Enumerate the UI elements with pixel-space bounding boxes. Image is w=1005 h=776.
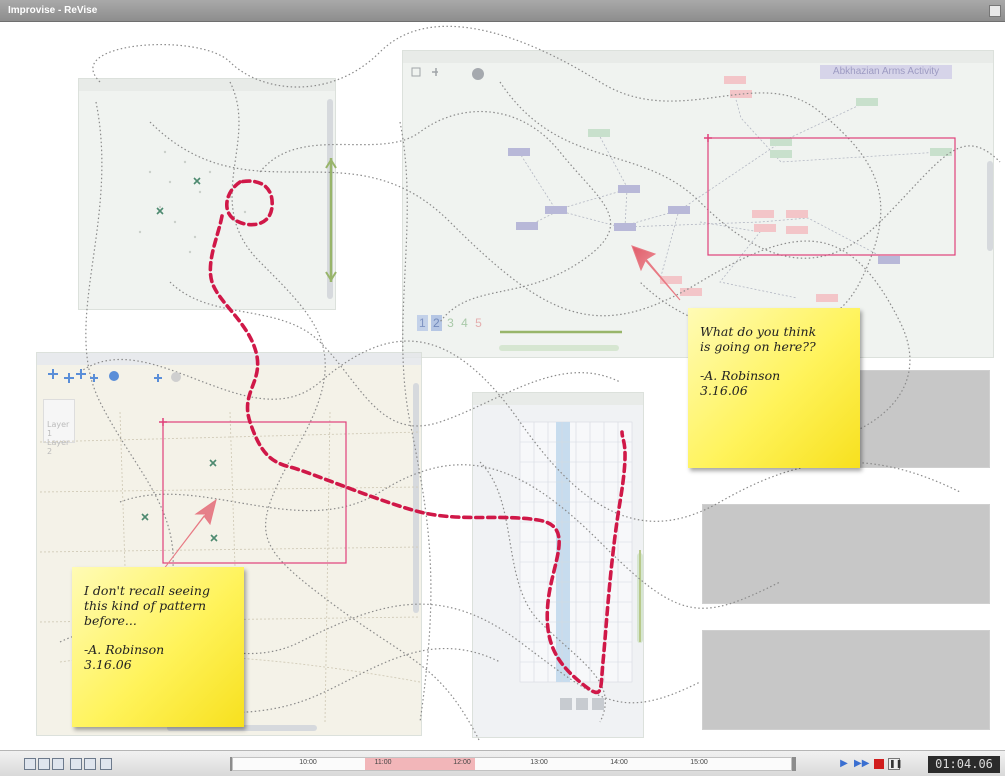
sticky-note-map[interactable]: I don't recall seeing this kind of patte… [72, 567, 244, 727]
window-title-bar: Improvise - ReVise [0, 0, 1005, 22]
timeline-tick: 15:00 [690, 759, 708, 766]
settings-icon[interactable] [100, 758, 112, 770]
window-close-button[interactable] [989, 5, 1001, 17]
scatterplot-panel[interactable] [78, 78, 336, 310]
timeline-tick: 13:00 [530, 759, 548, 766]
elapsed-time-clock: 01:04.06 [928, 756, 1000, 773]
vertical-scrollbar[interactable] [987, 161, 993, 251]
timeline-scrubber[interactable]: 10:00 11:00 12:00 13:00 14:00 15:00 [232, 757, 792, 771]
note-date: 3.16.06 [700, 383, 748, 398]
tab-1[interactable]: 1 [417, 315, 428, 331]
print-icon[interactable] [52, 758, 64, 770]
sticky-note-graph[interactable]: What do you think is going on here?? -A.… [688, 308, 860, 468]
note-text: What do you think is going on here?? [700, 324, 817, 354]
undo-icon[interactable] [70, 758, 82, 770]
timeline-end-handle[interactable] [792, 757, 796, 771]
tab-3[interactable]: 3 [447, 316, 454, 330]
empty-view-3[interactable] [702, 630, 990, 730]
note-text: I don't recall seeing this kind of patte… [84, 583, 210, 628]
horizontal-scrollbar[interactable] [499, 345, 619, 351]
folder-icon[interactable] [24, 758, 36, 770]
stop-icon[interactable] [874, 759, 884, 769]
pause-icon[interactable]: ❚❚ [888, 758, 903, 770]
tab-5[interactable]: 5 [475, 316, 482, 330]
panel-header [473, 393, 643, 405]
workspace-canvas[interactable]: Abkhazian Arms Activity 1 2 3 4 5 Layer … [0, 22, 1005, 750]
timeline-tick: 11:00 [374, 759, 392, 766]
vertical-scrollbar[interactable] [327, 99, 333, 299]
note-date: 3.16.06 [84, 657, 132, 672]
timeline-tick: 14:00 [610, 759, 628, 766]
activity-title: Abkhazian Arms Activity [820, 65, 952, 79]
tab-2[interactable]: 2 [431, 315, 442, 331]
layer-list[interactable]: Layer 1 Layer 2 [43, 399, 75, 456]
panel-header [403, 51, 993, 63]
panel-header [79, 79, 335, 91]
vertical-scrollbar[interactable] [413, 383, 419, 613]
page-tabs[interactable]: 1 2 3 4 5 [417, 315, 484, 331]
note-author: -A. Robinson [700, 368, 781, 383]
panel-header [37, 353, 421, 365]
redo-icon[interactable] [84, 758, 96, 770]
vertical-scrollbar[interactable] [637, 553, 643, 643]
tab-4[interactable]: 4 [461, 316, 468, 330]
empty-view-2[interactable] [702, 504, 990, 604]
layer-item-2[interactable]: Layer 2 [47, 438, 70, 456]
timeline-tick: 12:00 [453, 759, 471, 766]
fast-forward-icon[interactable]: ▶▶ [854, 758, 870, 769]
matrix-panel[interactable] [472, 392, 644, 738]
window-title: Improvise - ReVise [8, 5, 98, 16]
note-author: -A. Robinson [84, 642, 165, 657]
layer-item-1[interactable]: Layer 1 [47, 420, 70, 438]
playback-control-bar: 10:00 11:00 12:00 13:00 14:00 15:00 ▶ ▶▶… [0, 750, 1005, 776]
timeline-selected-range[interactable] [365, 758, 475, 770]
save-icon[interactable] [38, 758, 50, 770]
play-icon[interactable]: ▶ [840, 758, 848, 769]
timeline-tick: 10:00 [299, 759, 317, 766]
